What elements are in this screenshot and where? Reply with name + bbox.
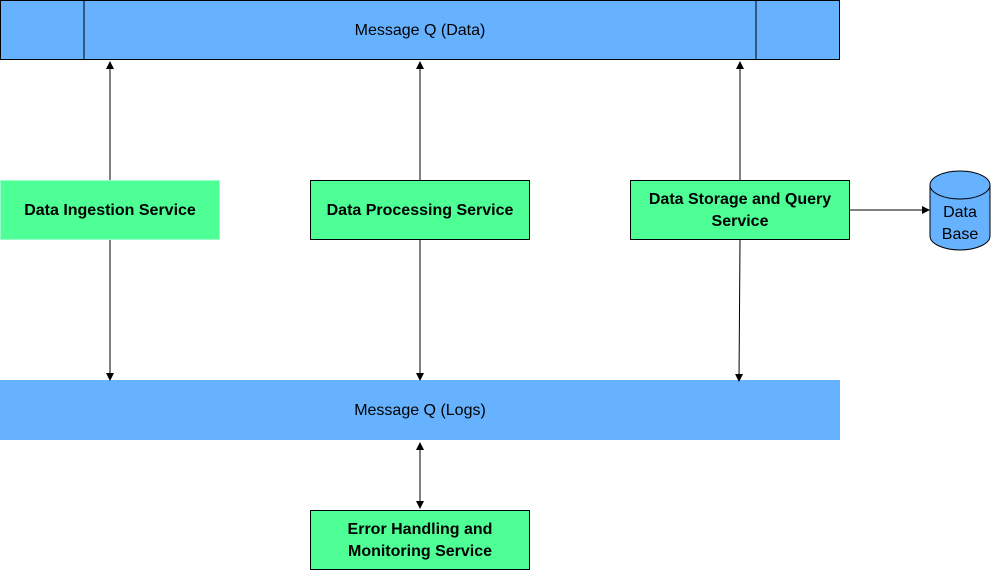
message-queue-data-box	[0, 0, 840, 60]
database-cylinder: Data Base	[929, 170, 991, 251]
data-ingestion-service-box	[0, 180, 220, 240]
message-queue-data-label: Message Q (Data)	[355, 22, 486, 39]
error-handling-monitoring-service: Error Handling and Monitoring Service	[310, 510, 530, 570]
message-queue-logs: Message Q (Logs)	[0, 380, 840, 440]
message-queue-logs-label: Message Q (Logs)	[354, 402, 486, 419]
data-storage-query-service: Data Storage and Query Service	[630, 180, 850, 240]
message-queue-data: Message Q (Data)	[0, 0, 840, 60]
data-storage-query-service-box	[630, 180, 850, 240]
error-handling-service-box	[310, 510, 530, 570]
data-storage-query-service-label-line2: Service	[712, 213, 769, 230]
edge-storage-to-logs-queue	[735, 239, 744, 382]
data-ingestion-service-label: Data Ingestion Service	[24, 202, 196, 219]
database-label-line1: Data	[943, 204, 977, 221]
data-processing-service-box	[310, 180, 530, 240]
data-ingestion-service: Data Ingestion Service	[0, 180, 220, 240]
database-label-line2: Base	[942, 226, 979, 243]
data-processing-service: Data Processing Service	[310, 180, 530, 240]
database-top	[929, 170, 991, 200]
database-body	[929, 185, 991, 251]
data-storage-query-service-label-line1: Data Storage and Query	[649, 191, 831, 208]
message-queue-logs-box	[0, 380, 840, 440]
error-handling-service-label-line2: Monitoring Service	[348, 543, 492, 560]
data-processing-service-label: Data Processing Service	[327, 202, 514, 219]
error-handling-service-label-line1: Error Handling and	[348, 521, 493, 538]
